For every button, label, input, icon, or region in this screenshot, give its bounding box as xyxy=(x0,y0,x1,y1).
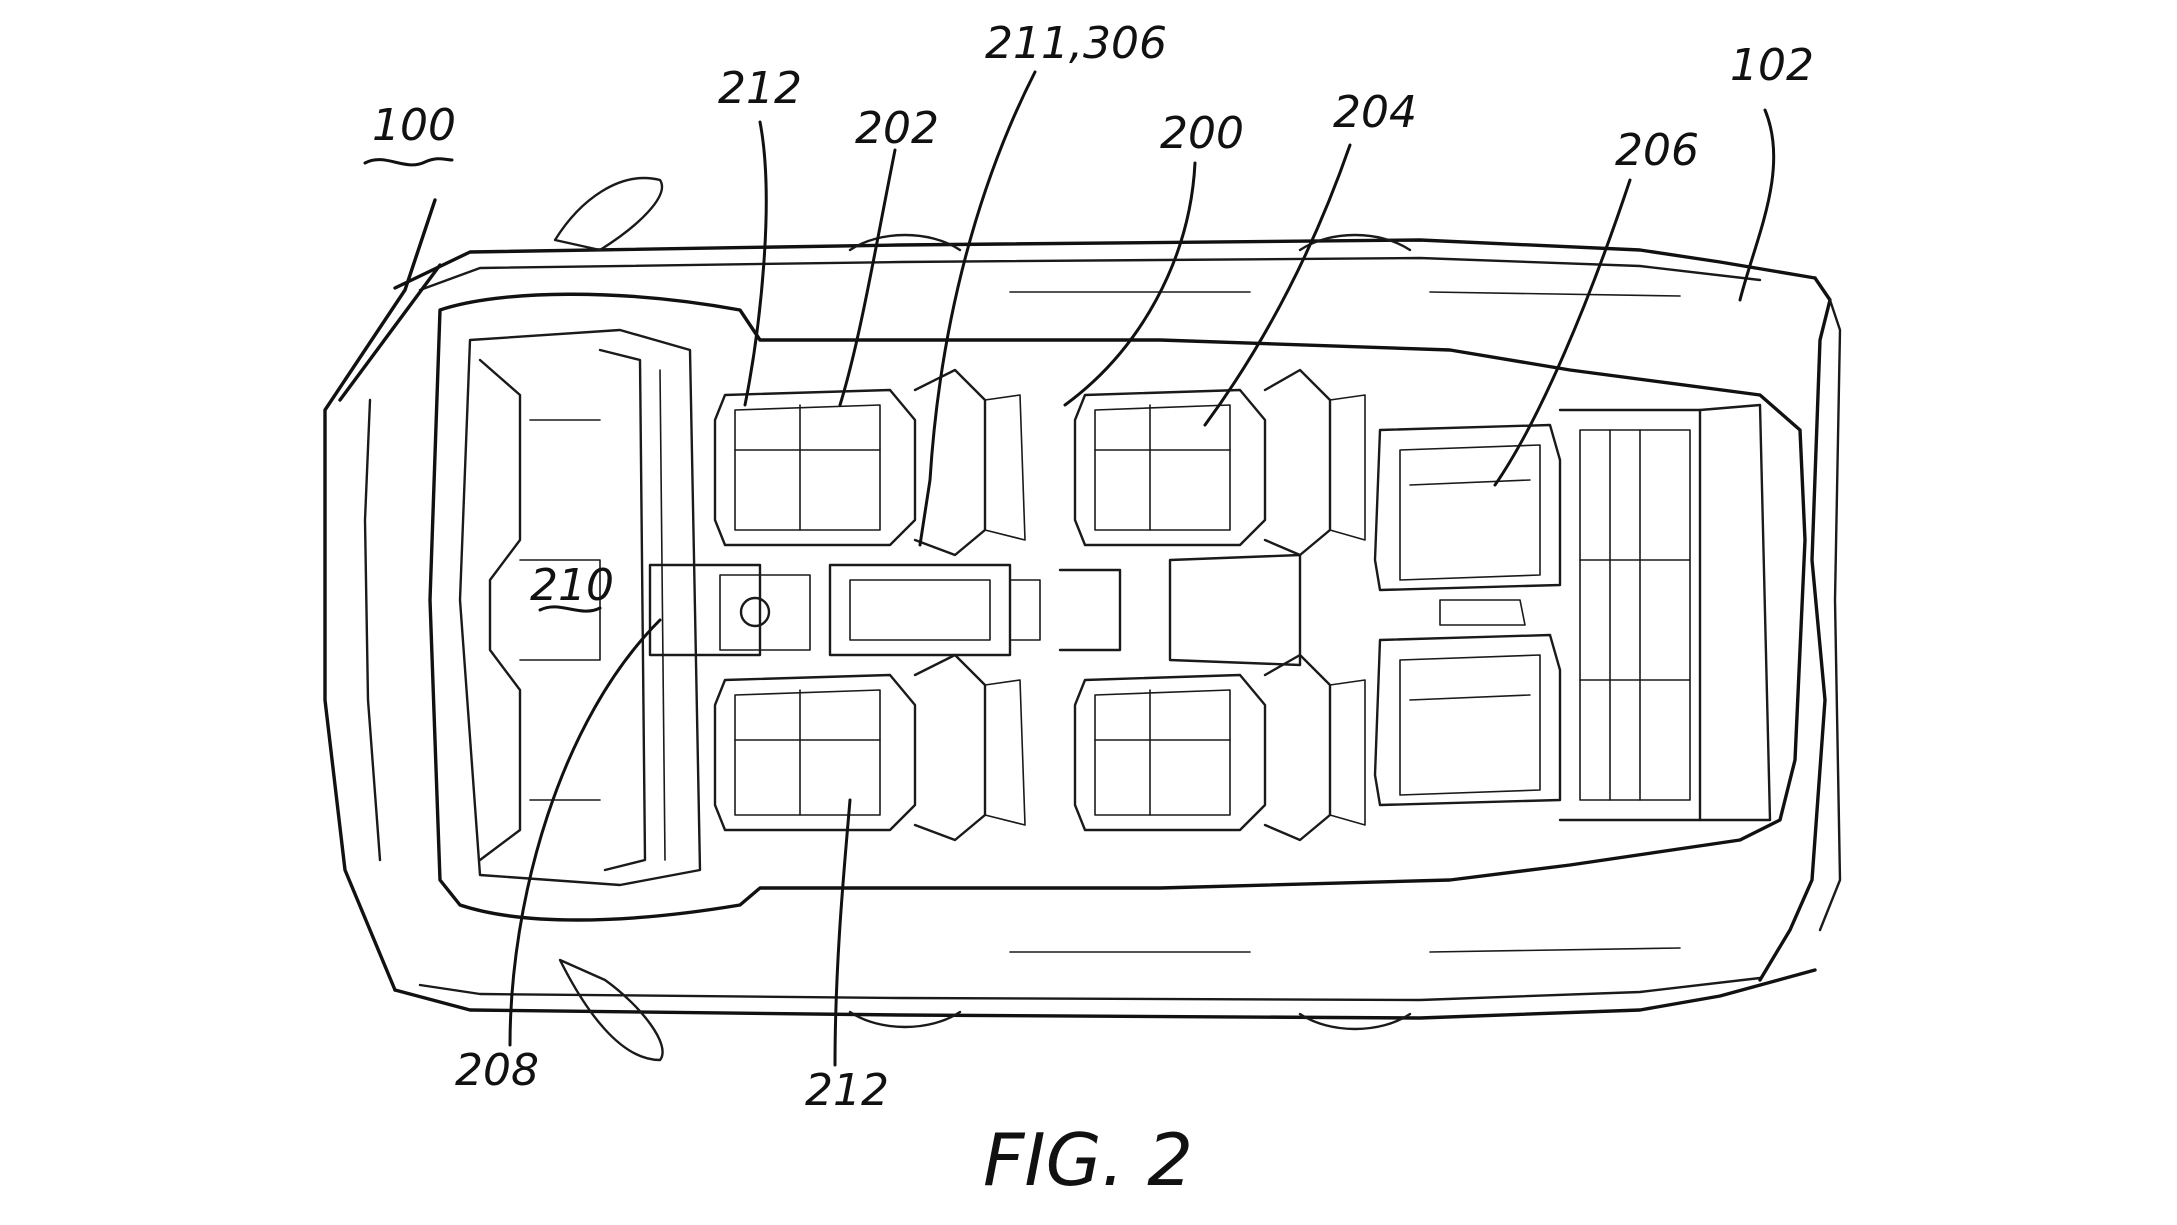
leader-212-top xyxy=(743,120,768,407)
ref-208: 208 xyxy=(455,1045,539,1096)
ref-211-306: 211,306 xyxy=(985,18,1167,69)
leader-212-bottom xyxy=(833,798,852,1067)
ref-212-top: 212 xyxy=(718,63,802,114)
ref-212-bottom: 212 xyxy=(805,1065,889,1116)
leader-204 xyxy=(1203,143,1352,427)
ref-204: 204 xyxy=(1333,87,1417,138)
underline-100 xyxy=(363,157,454,167)
ref-202: 202 xyxy=(855,103,939,154)
ref-200: 200 xyxy=(1160,108,1244,159)
leader-211-306 xyxy=(918,70,1037,547)
leader-lines xyxy=(363,70,1776,1067)
front-seats xyxy=(713,368,1026,842)
mirror-bottom xyxy=(558,958,664,1062)
rear-seats xyxy=(1373,403,1772,822)
vehicle-body xyxy=(323,176,1842,1062)
center-console xyxy=(648,563,1041,657)
leader-100 xyxy=(403,198,437,292)
leader-206 xyxy=(1493,178,1632,487)
ref-102: 102 xyxy=(1730,40,1814,91)
ref-210: 210 xyxy=(530,560,614,611)
dashboard xyxy=(478,348,666,872)
mirror-top xyxy=(553,176,663,252)
underline-210 xyxy=(538,605,602,613)
ref-100: 100 xyxy=(372,100,456,151)
leader-202 xyxy=(838,148,897,407)
leader-200 xyxy=(1063,161,1197,407)
ref-206: 206 xyxy=(1615,125,1699,176)
reference-numerals: 100 102 200 202 204 206 208 210 211,306 … xyxy=(372,18,1814,1116)
leader-102 xyxy=(1738,108,1776,302)
middle-seats xyxy=(1058,368,1366,842)
figure-caption: FIG. 2 xyxy=(983,1118,1193,1202)
leader-208 xyxy=(508,618,662,1047)
